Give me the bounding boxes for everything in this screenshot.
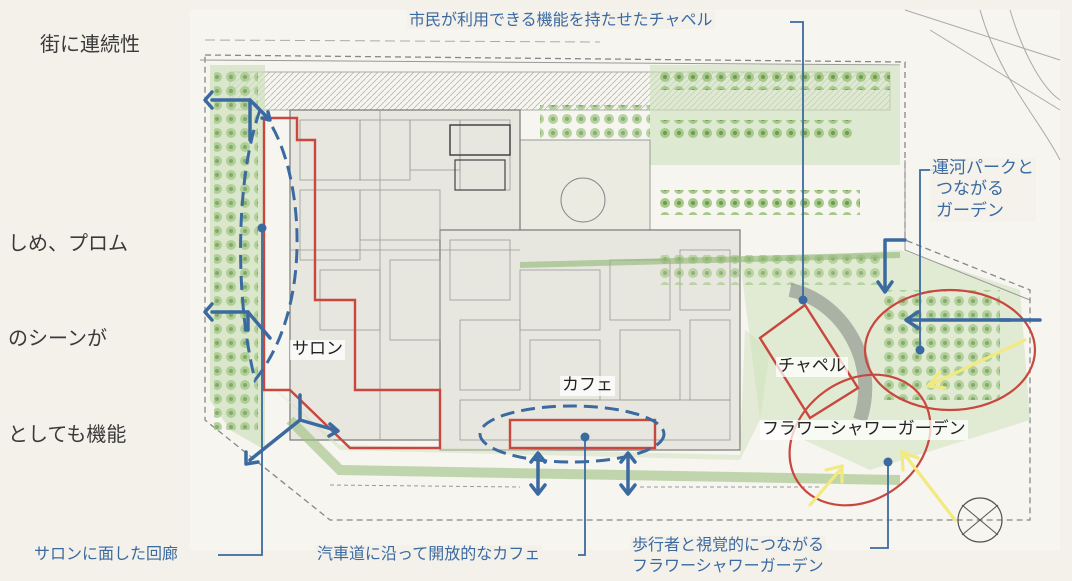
label-pedestrian-line1: 歩行者と視覚的につながる [630, 535, 827, 555]
label-flower-garden: フラワーシャワーガーデン [760, 419, 968, 440]
label-open-cafe: 汽車道に沿って開放的なカフェ [315, 544, 543, 564]
cafe-dashed-ellipse [478, 404, 666, 464]
label-salon-corridor: サロンに面した回廊 [32, 544, 181, 564]
flower-garden-circle [788, 373, 932, 507]
side-text-3: のシーンが [8, 326, 107, 350]
label-canal-garden: 運河パークと つながる ガーデン [930, 158, 1036, 222]
label-canal-garden-line2: つながる [936, 179, 1004, 200]
label-chapel: チャペル [776, 356, 848, 377]
label-cafe: カフェ [560, 375, 615, 396]
side-text-4: としても機能 [8, 422, 127, 446]
label-canal-garden-line1: 運河パークと [932, 158, 1034, 178]
canal-garden-circle [863, 288, 1037, 412]
label-pedestrian-line2: フラワーシャワーガーデン [630, 556, 826, 576]
label-chapel-function: 市民が利用できる機能を持たせたチャペル [407, 10, 715, 30]
side-text-1: 街に連続性 [40, 32, 140, 56]
label-canal-garden-line3: ガーデン [936, 200, 1004, 221]
label-salon: サロン [290, 339, 345, 360]
side-text-2: しめ、プロム [8, 231, 128, 255]
corridor-dashed-ellipse [239, 107, 299, 384]
chapel-outline [758, 303, 860, 420]
cafe-outline [508, 418, 657, 450]
salon-outline [262, 116, 442, 450]
